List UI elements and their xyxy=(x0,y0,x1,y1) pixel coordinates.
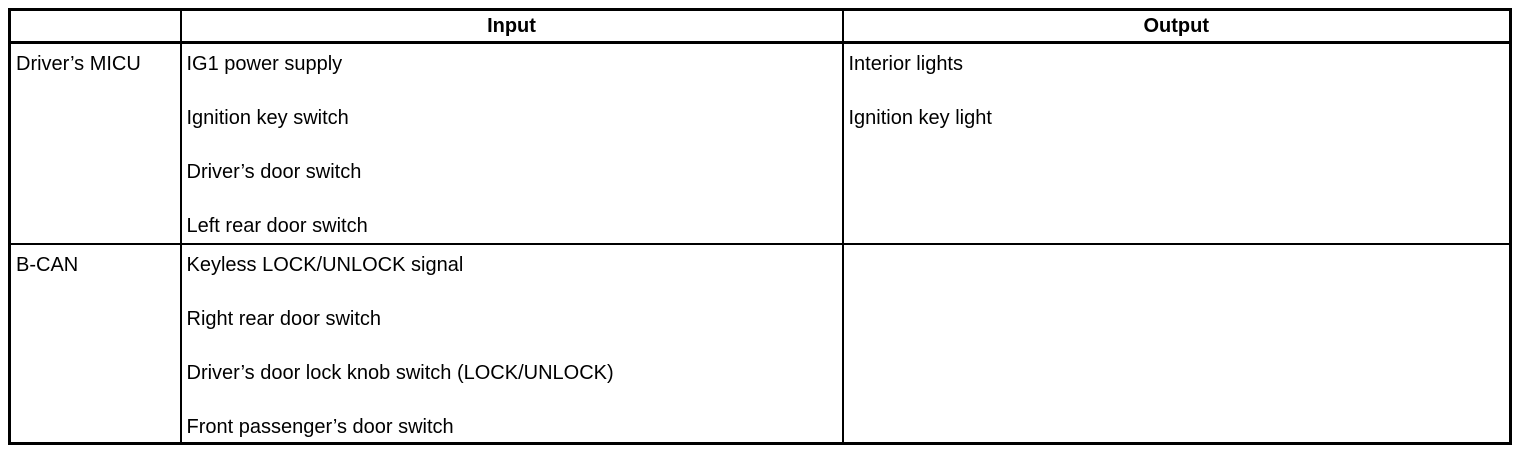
output-item: Ignition key light xyxy=(848,107,992,129)
source-label: B-CAN xyxy=(16,253,79,276)
input-cell: IG1 power supply Ignition key switch Dri… xyxy=(179,41,844,245)
header-source xyxy=(8,8,182,44)
output-cell: Interior lights Ignition key light xyxy=(841,41,1512,245)
input-item: Driver’s door lock knob switch (LOCK/UNL… xyxy=(186,361,614,384)
source-cell: Driver’s MICU xyxy=(8,41,182,245)
input-item: Keyless LOCK/UNLOCK signal xyxy=(186,253,464,276)
source-label: Driver’s MICU xyxy=(16,53,141,75)
table-header-row: Input Output xyxy=(8,8,1512,44)
input-item: Ignition key switch xyxy=(186,107,349,129)
output-item: Interior lights xyxy=(848,53,964,75)
input-item: Left rear door switch xyxy=(186,215,368,237)
input-item: Right rear door switch xyxy=(186,307,382,330)
input-item: Driver’s door switch xyxy=(186,161,362,183)
header-input: Input xyxy=(179,8,844,44)
input-item: IG1 power supply xyxy=(186,53,343,75)
input-output-table: Input Output Driver’s MICU IG1 power sup… xyxy=(8,8,1512,445)
input-cell: Keyless LOCK/UNLOCK signal Right rear do… xyxy=(179,242,844,445)
input-item: Front passenger’s door switch xyxy=(186,415,454,438)
output-cell-empty xyxy=(841,242,1512,445)
source-cell: B-CAN xyxy=(8,242,182,445)
table-row-b-can: B-CAN Keyless LOCK/UNLOCK signal Right r… xyxy=(8,242,1512,445)
header-output: Output xyxy=(841,8,1512,44)
table-row-drivers-micu: Driver’s MICU IG1 power supply Ignition … xyxy=(8,41,1512,245)
